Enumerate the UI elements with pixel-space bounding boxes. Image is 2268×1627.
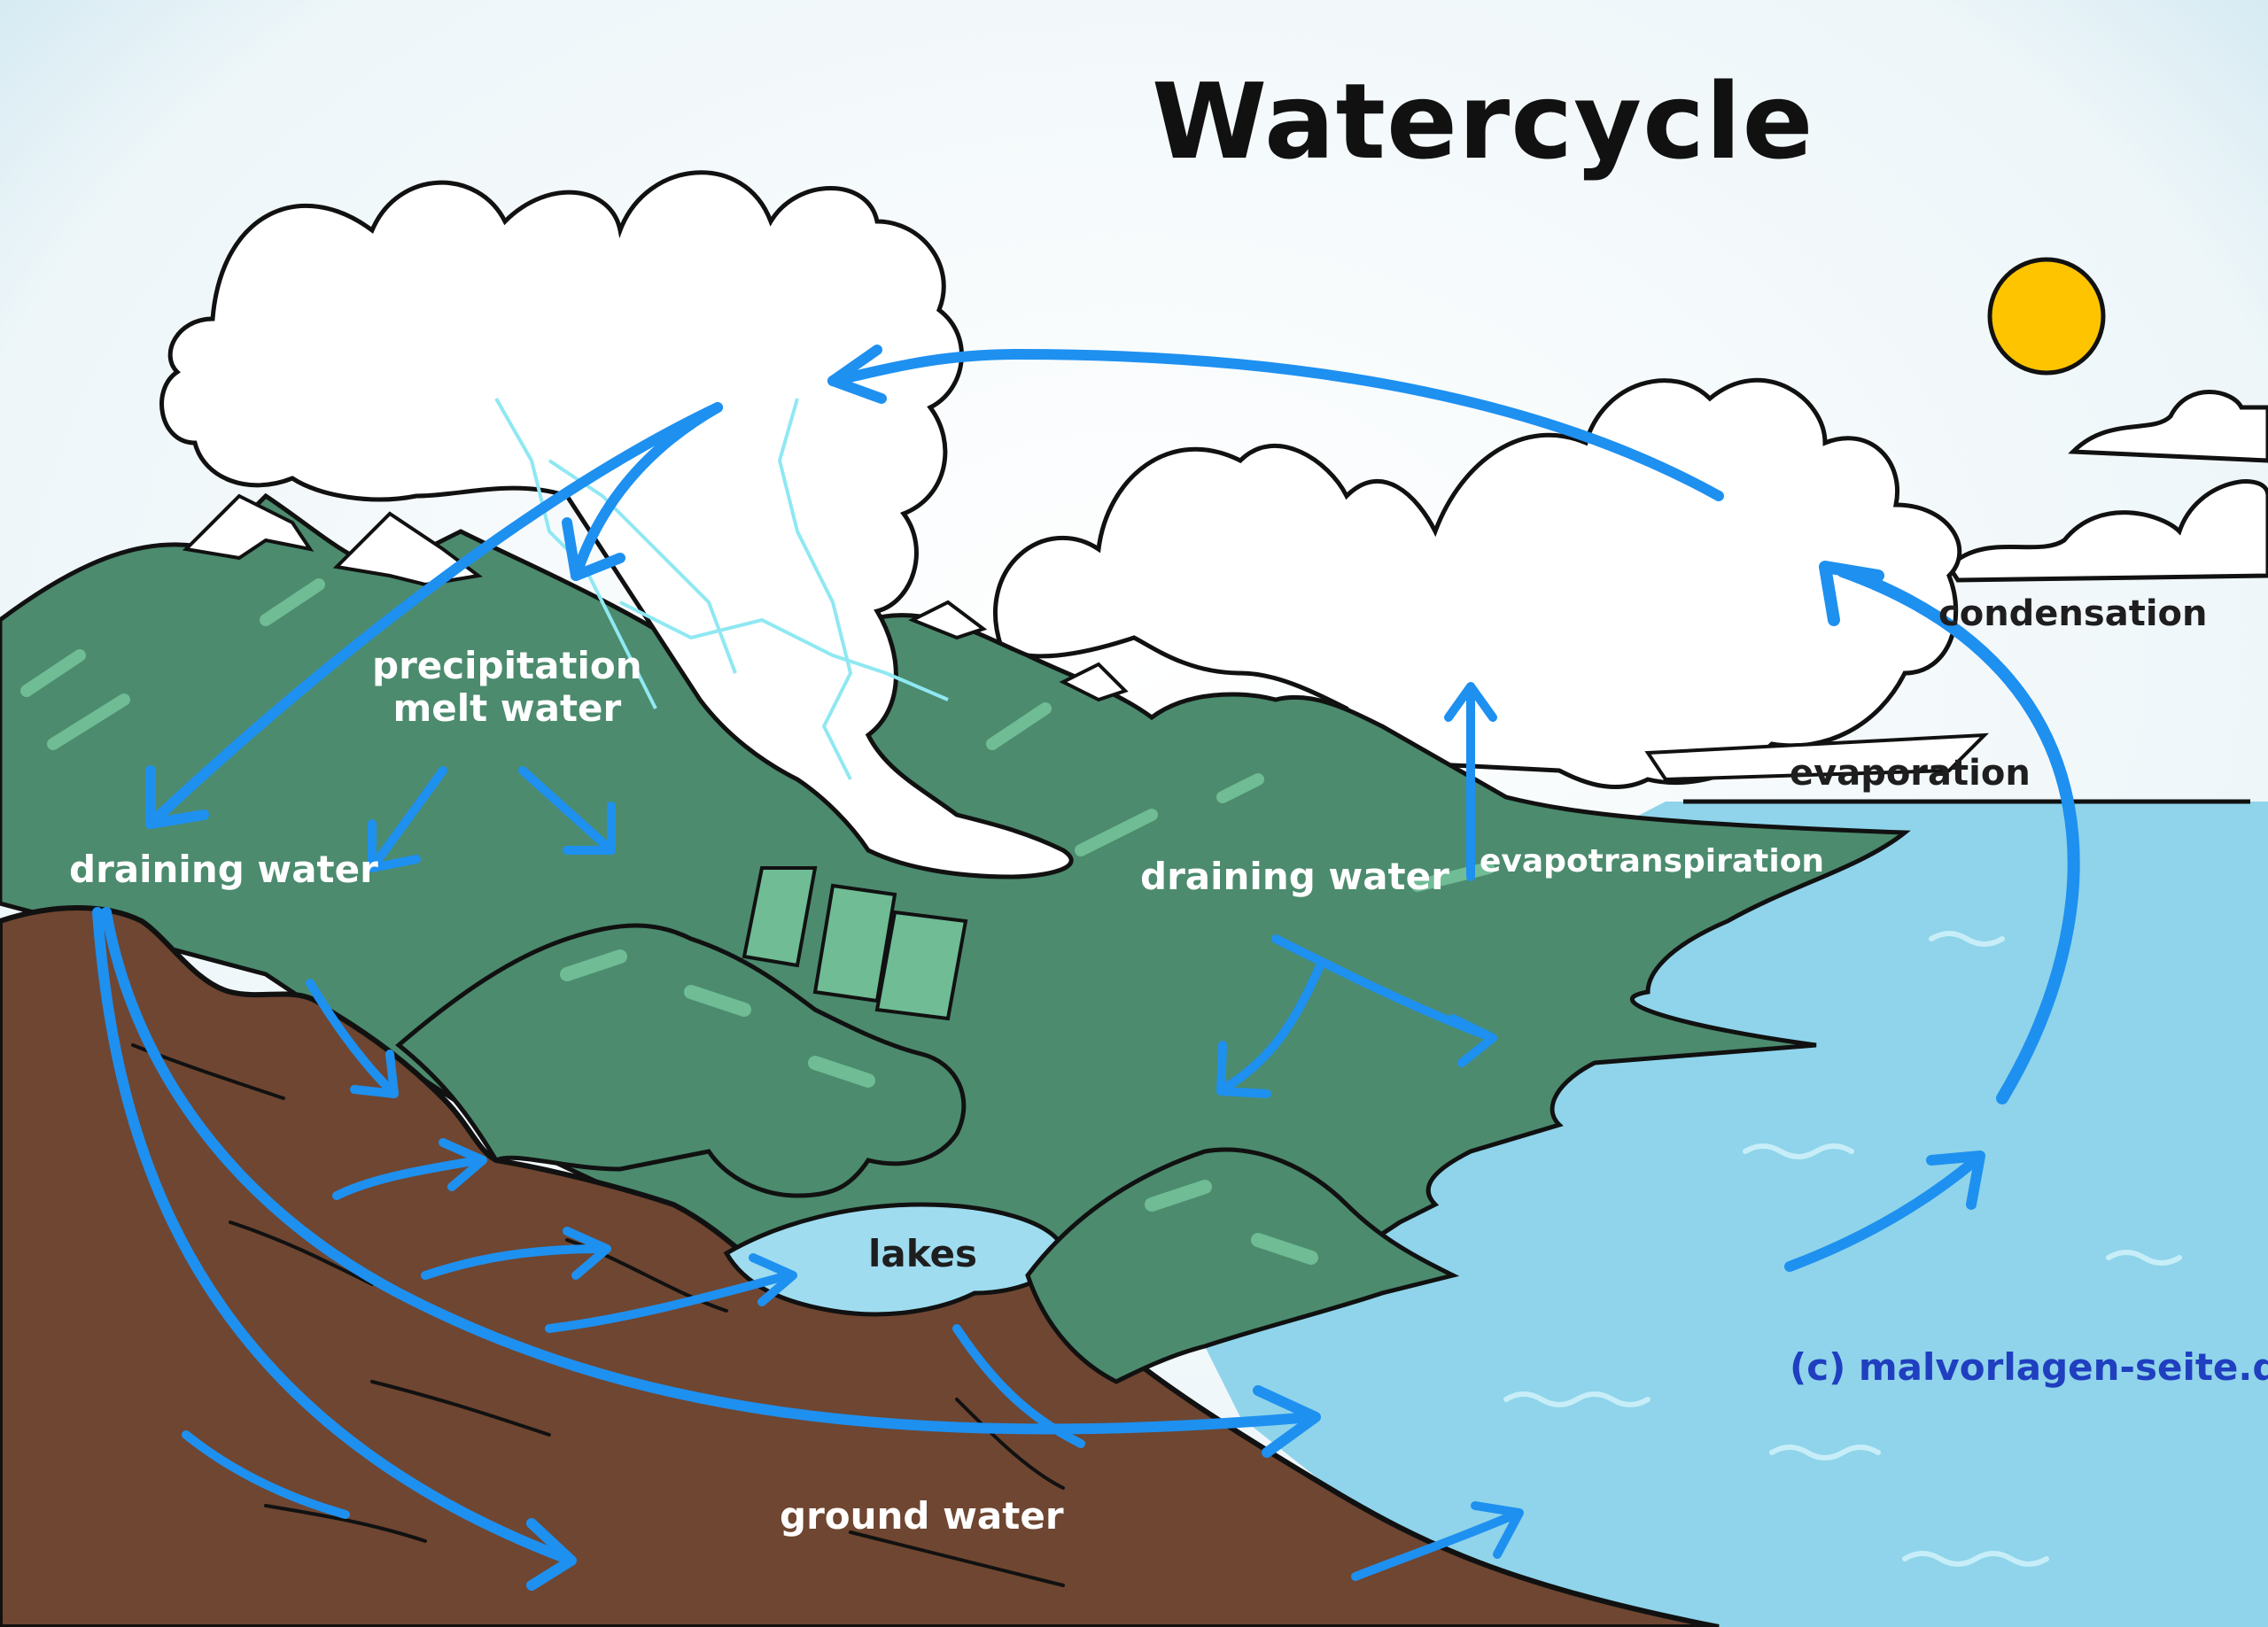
hill-highlights — [560, 949, 1318, 1265]
front-right-hill — [1025, 1147, 1460, 1384]
copyright-credit: (c) malvorlagen-seite.de — [1790, 1345, 2268, 1389]
arrow-precipitation-down — [571, 402, 723, 581]
label-evapotranspiration: evapotranspiration — [1480, 843, 1825, 879]
label-precipitation: precipitation — [372, 644, 642, 687]
label-melt-water: melt water — [392, 686, 622, 731]
label-precipitation-melt-water: precipitation melt water — [372, 644, 642, 731]
right-small-clouds — [1946, 390, 2268, 583]
earth-ground — [0, 905, 1720, 1627]
waterfalls — [742, 866, 968, 1021]
flow-arrows — [92, 345, 2080, 1591]
evaporation-mist — [1644, 732, 1990, 782]
sea-waves — [1503, 931, 2182, 1567]
arrow-cloud-to-cloud — [827, 349, 1724, 501]
left-big-cloud — [159, 170, 1074, 879]
label-ground-water: ground water — [780, 1494, 1064, 1538]
label-draining-water-left: draining water — [69, 848, 378, 891]
label-evaporation: evaporation — [1790, 753, 2031, 794]
page-title: Watercycle — [1152, 60, 1814, 182]
front-hills — [395, 923, 967, 1198]
label-lakes: lakes — [868, 1232, 978, 1275]
snow-caps — [182, 493, 1129, 702]
label-draining-water-right: draining water — [1140, 855, 1449, 898]
mountain-highlights — [20, 578, 1495, 892]
arrow-evaporation — [1837, 565, 2080, 1104]
sun-icon — [1987, 257, 2106, 376]
label-condensation: condensation — [1938, 593, 2208, 634]
arrow-precipitation-left — [145, 402, 723, 829]
